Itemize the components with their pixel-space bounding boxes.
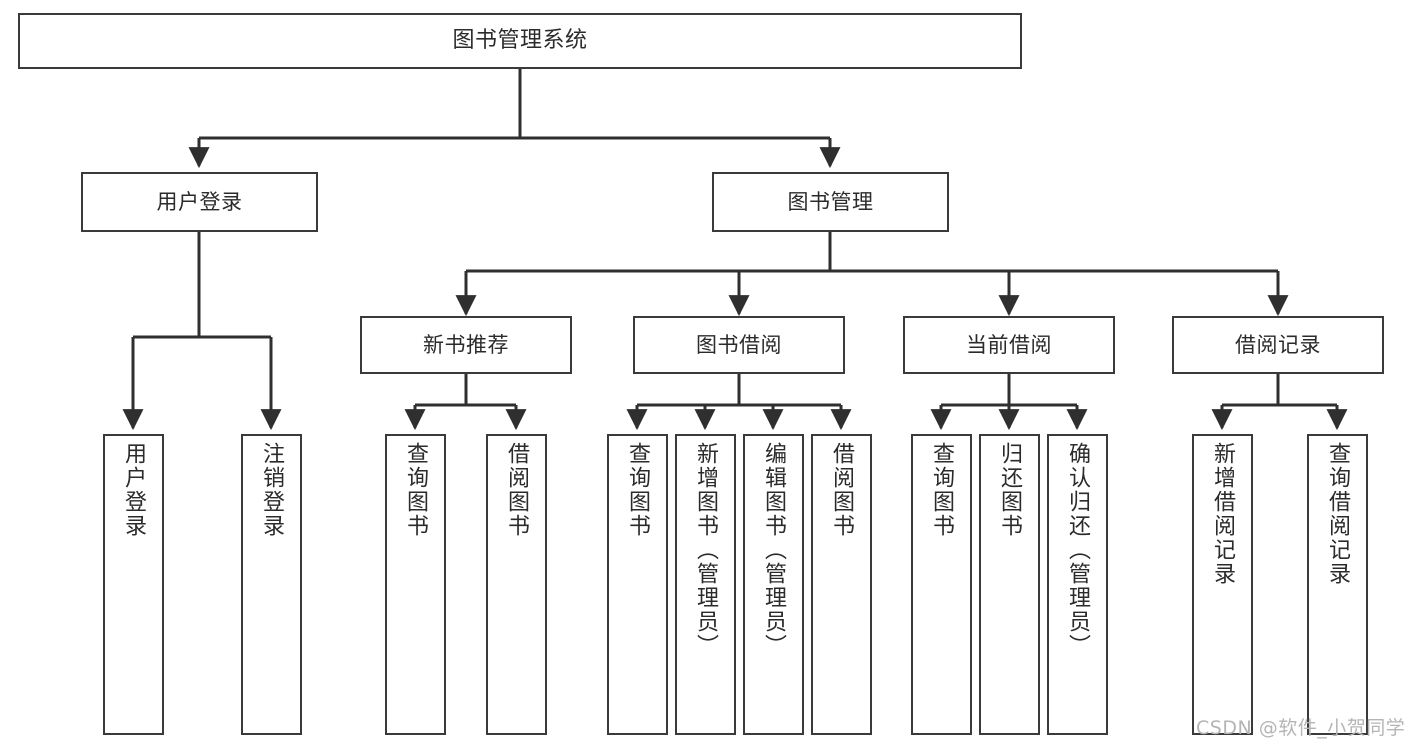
node-label: 图书借阅 xyxy=(696,332,782,357)
node-label: 用户登录 xyxy=(121,442,147,538)
node-book-management-system[interactable]: 图书管理系统 xyxy=(18,13,1022,69)
node-current-borrowing[interactable]: 当前借阅 xyxy=(903,316,1115,374)
node-leaf-borrow-books-rec[interactable]: 借阅图书 xyxy=(486,434,547,735)
node-label: 查询借阅记录 xyxy=(1325,442,1351,586)
node-label: 借阅图书 xyxy=(504,442,530,538)
node-leaf-query-books-current[interactable]: 查询图书 xyxy=(911,434,972,735)
node-borrowing-record[interactable]: 借阅记录 xyxy=(1172,316,1384,374)
node-user-login[interactable]: 用户登录 xyxy=(81,172,318,232)
node-label: 查询图书 xyxy=(625,442,651,538)
node-label: 图书管理 xyxy=(787,189,874,214)
node-label: 归还图书 xyxy=(997,442,1023,538)
node-label: 用户登录 xyxy=(156,189,243,214)
node-leaf-return-books[interactable]: 归还图书 xyxy=(979,434,1040,735)
node-label: 当前借阅 xyxy=(966,332,1052,357)
node-label: 新书推荐 xyxy=(423,332,509,357)
node-label: 借阅记录 xyxy=(1235,332,1321,357)
node-leaf-query-borrow-record[interactable]: 查询借阅记录 xyxy=(1307,434,1368,735)
node-label: 查询图书 xyxy=(403,442,429,538)
node-book-management[interactable]: 图书管理 xyxy=(712,172,949,232)
node-leaf-user-login[interactable]: 用户登录 xyxy=(103,434,164,735)
node-book-borrowing[interactable]: 图书借阅 xyxy=(633,316,845,374)
node-leaf-add-book-admin[interactable]: 新增图书（管理员） xyxy=(675,434,736,735)
node-label: 借阅图书 xyxy=(829,442,855,538)
node-label: 编辑图书（管理员） xyxy=(761,442,787,658)
node-new-book-recommendation[interactable]: 新书推荐 xyxy=(360,316,572,374)
node-leaf-query-books-borrow[interactable]: 查询图书 xyxy=(607,434,668,735)
node-label: 图书管理系统 xyxy=(452,28,588,54)
node-label: 新增借阅记录 xyxy=(1210,442,1236,586)
node-leaf-confirm-return-admin[interactable]: 确认归还（管理员） xyxy=(1047,434,1108,735)
node-leaf-query-books-rec[interactable]: 查询图书 xyxy=(385,434,446,735)
node-label: 注销登录 xyxy=(259,442,285,538)
csdn-watermark: CSDN @软件_小贺同学 xyxy=(1196,717,1405,739)
node-leaf-edit-book-admin[interactable]: 编辑图书（管理员） xyxy=(743,434,804,735)
node-leaf-add-borrow-record[interactable]: 新增借阅记录 xyxy=(1192,434,1253,735)
node-label: 查询图书 xyxy=(929,442,955,538)
node-label: 新增图书（管理员） xyxy=(693,442,719,658)
node-label: 确认归还（管理员） xyxy=(1065,442,1091,658)
node-leaf-logout[interactable]: 注销登录 xyxy=(241,434,302,735)
node-leaf-borrow-books[interactable]: 借阅图书 xyxy=(811,434,872,735)
